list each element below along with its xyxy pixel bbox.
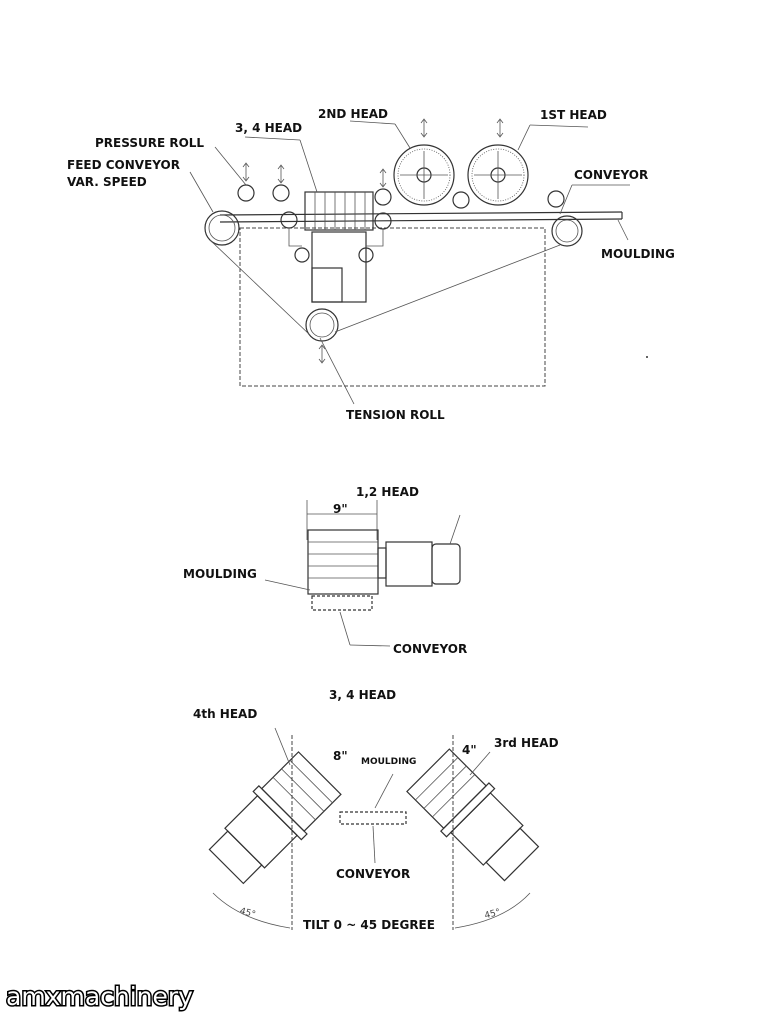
label-8-inch: 8": [333, 749, 348, 763]
front-view-3-4: [208, 727, 540, 930]
4th-head-assembly: [208, 751, 342, 885]
label-angle-left: 45°: [239, 907, 257, 921]
label-4th-head: 4th HEAD: [193, 707, 257, 721]
label-3-4-head: 3, 4 HEAD: [235, 121, 302, 135]
conveyor-roll: [551, 215, 583, 247]
label-var-speed: VAR. SPEED: [67, 175, 147, 189]
label-9-inch: 9": [333, 502, 348, 516]
machine-frame: [239, 227, 546, 387]
pressure-rolls: [237, 184, 565, 263]
feed-conveyor-roll: [204, 210, 240, 246]
adjust-arrow-icons: [242, 118, 504, 364]
label-conveyor: CONVEYOR: [574, 168, 648, 182]
side-view: [189, 118, 648, 405]
head-3-4-cutter: [288, 191, 384, 303]
label-angle-right: 45°: [484, 908, 502, 922]
label-2nd-head: 2ND HEAD: [318, 107, 388, 121]
label-conveyor-1-2: CONVEYOR: [393, 642, 467, 656]
moulding-bar: [219, 211, 623, 216]
label-pressure-roll: PRESSURE ROLL: [95, 136, 204, 150]
label-3-4-head-front: 3, 4 HEAD: [329, 688, 396, 702]
conveyor-belt-3-4: [339, 811, 407, 825]
3rd-head-assembly: [406, 748, 540, 882]
label-tension-roll: TENSION ROLL: [346, 408, 445, 422]
label-moulding-1-2: MOULDING: [183, 567, 257, 581]
label-moulding-3-4: MOULDING: [361, 757, 416, 767]
first-head-cutter: [467, 144, 529, 206]
label-1-2-head: 1,2 HEAD: [356, 485, 419, 499]
conveyor-belt: [311, 595, 373, 611]
label-conveyor-3-4: CONVEYOR: [336, 867, 410, 881]
label-3rd-head: 3rd HEAD: [494, 736, 559, 750]
front-view-1-2: [264, 500, 461, 647]
leader-lines: [189, 120, 630, 405]
watermark: amxmachinery: [6, 982, 193, 1011]
tension-roll: [305, 308, 339, 342]
label-1st-head: 1ST HEAD: [540, 108, 607, 122]
label-feed-conveyor: FEED CONVEYOR: [67, 158, 180, 172]
label-4-inch: 4": [462, 743, 477, 757]
label-tilt: TILT 0 ~ 45 DEGREE: [303, 918, 435, 932]
label-moulding: MOULDING: [601, 247, 675, 261]
second-head-cutter: [393, 144, 455, 206]
